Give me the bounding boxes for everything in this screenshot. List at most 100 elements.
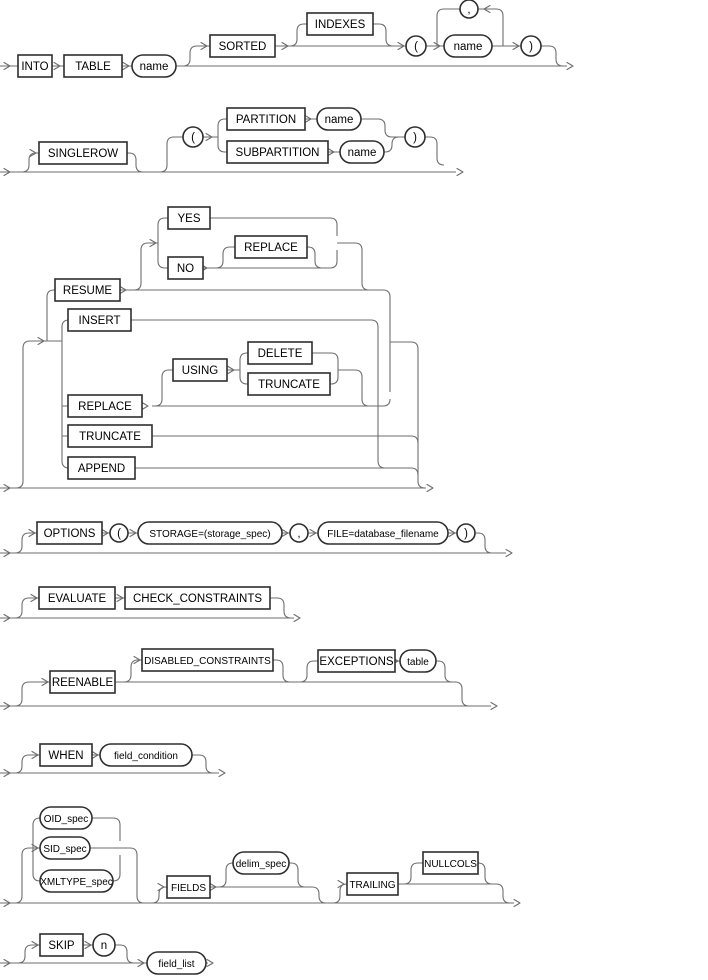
variable-database-filename-oval: [317, 521, 449, 545]
keyword-nullcols-label: NULLCOLS: [424, 859, 477, 870]
keyword-subpartition: SUBPARTITION: [226, 140, 329, 164]
keyword-yes-box: [167, 206, 211, 230]
keyword-table-label: TABLE: [75, 61, 111, 73]
punct-comma-row4-label: ,: [297, 528, 300, 540]
row5-arrows: [3, 593, 301, 623]
keyword-replace-resume-label: REPLACE: [244, 242, 298, 254]
keyword-indexes-label: INDEXES: [315, 19, 366, 31]
keyword-delete: DELETE: [247, 341, 313, 365]
keyword-using-box: [172, 358, 228, 382]
punct-rparen-row2: ): [404, 126, 426, 148]
variable-oid-spec: OID_spec: [39, 806, 93, 830]
punct-lparen-row1-circle: [405, 35, 427, 57]
row6-arrows: [3, 655, 498, 711]
row3-connectors: [0, 217, 426, 489]
variable-table-name-label: name: [140, 61, 169, 73]
keyword-singlerow-box: [38, 141, 128, 165]
keyword-partition: PARTITION: [226, 107, 306, 131]
variable-exceptions-table-oval: [399, 649, 437, 673]
variable-partition-name-oval: [316, 107, 362, 131]
variable-xmltype-spec-label: XMLTYPE_spec: [40, 877, 113, 888]
variable-index-name: name: [443, 34, 493, 58]
keyword-truncate-using-label: TRUNCATE: [258, 379, 320, 391]
punct-rparen-row4-circle: [456, 523, 476, 543]
keyword-skip-box: [39, 933, 84, 957]
keyword-reenable-label: REENABLE: [52, 677, 114, 689]
keyword-replace: REPLACE: [67, 394, 143, 418]
keyword-when-box: [39, 743, 93, 767]
keyword-into-box: [17, 54, 53, 78]
variable-storage-spec-label: STORAGE=(storage_spec): [149, 529, 270, 540]
keyword-no: NO: [167, 256, 204, 280]
keyword-reenable: REENABLE: [49, 670, 116, 694]
keyword-insert-box: [67, 308, 132, 332]
variable-xmltype-spec-oval: [39, 869, 114, 893]
keyword-no-box: [167, 256, 204, 280]
keyword-check-constraints-box: [124, 586, 271, 610]
keyword-fields: FIELDS: [166, 875, 211, 899]
keyword-singlerow-label: SINGLEROW: [48, 148, 118, 160]
keyword-disabled-constraints: DISABLED_CONSTRAINTS: [141, 648, 274, 672]
punct-lparen-row2-circle: [182, 126, 204, 148]
variable-partition-name: name: [316, 107, 362, 131]
keyword-disabled-constraints-box: [141, 648, 274, 672]
keyword-exceptions-box: [317, 649, 396, 673]
keyword-sorted-box: [209, 34, 276, 58]
punct-rparen-row2-label: ): [413, 132, 417, 144]
keyword-table-box: [63, 54, 123, 78]
keyword-disabled-constraints-label: DISABLED_CONSTRAINTS: [144, 656, 271, 667]
variable-index-name-oval: [443, 34, 493, 58]
punct-rparen-row4-label: ): [464, 528, 468, 540]
variable-delim-spec: delim_spec: [232, 851, 290, 875]
variable-field-condition-label: field_condition: [114, 751, 178, 762]
keyword-into-label: INTO: [21, 61, 48, 73]
variable-subpartition-name: name: [339, 140, 385, 164]
variable-database-filename: FILE=database_filename: [317, 521, 449, 545]
keyword-when-label: WHEN: [48, 750, 83, 762]
variable-index-name-label: name: [454, 41, 483, 53]
keyword-skip-label: SKIP: [48, 940, 75, 952]
punct-rparen-row1-circle: [520, 35, 542, 57]
row4-connectors: [0, 532, 506, 554]
keyword-partition-label: PARTITION: [236, 114, 296, 126]
row9-arrows: [3, 940, 214, 968]
keyword-using: USING: [172, 358, 228, 382]
variable-exceptions-table: table: [399, 649, 437, 673]
punct-lparen-row1: (: [405, 35, 427, 57]
keyword-sorted-label: SORTED: [219, 41, 267, 53]
row4-arrows: [3, 528, 513, 558]
keyword-truncate-box: [67, 424, 153, 448]
variable-delim-spec-label: delim_spec: [236, 859, 287, 870]
variable-n-circle: [92, 933, 116, 957]
punct-lparen-row1-label: (: [414, 41, 418, 53]
punct-lparen-row2-label: (: [191, 132, 195, 144]
keyword-append-label: APPEND: [78, 463, 125, 475]
variable-database-filename-label: FILE=database_filename: [327, 529, 439, 540]
variable-sid-spec-label: SID_spec: [43, 844, 86, 855]
keyword-truncate-using-box: [247, 372, 331, 396]
variable-subpartition-name-label: name: [348, 147, 377, 159]
variable-field-list-oval: [146, 951, 207, 975]
variable-partition-name-label: name: [325, 114, 354, 126]
keyword-skip: SKIP: [39, 933, 84, 957]
punct-rparen-row2-circle: [404, 126, 426, 148]
keyword-into: INTO: [17, 54, 53, 78]
keyword-resume: RESUME: [54, 278, 121, 302]
punct-comma-loop-label: ,: [467, 4, 470, 16]
variable-table-name-oval: [131, 54, 177, 78]
keyword-append: APPEND: [67, 456, 136, 480]
row7-connectors: [0, 754, 219, 774]
keyword-reenable-box: [49, 670, 116, 694]
keyword-indexes-box: [306, 12, 374, 36]
keyword-indexes: INDEXES: [306, 12, 374, 36]
keyword-options-label: OPTIONS: [44, 528, 96, 540]
keyword-options-box: [36, 521, 103, 545]
keyword-truncate: TRUNCATE: [67, 424, 153, 448]
variable-storage-spec: STORAGE=(storage_spec): [137, 521, 283, 545]
keyword-partition-box: [226, 107, 306, 131]
variable-xmltype-spec: XMLTYPE_spec: [39, 869, 114, 893]
keyword-exceptions: EXCEPTIONS: [317, 649, 396, 673]
variable-field-condition: field_condition: [99, 743, 193, 767]
